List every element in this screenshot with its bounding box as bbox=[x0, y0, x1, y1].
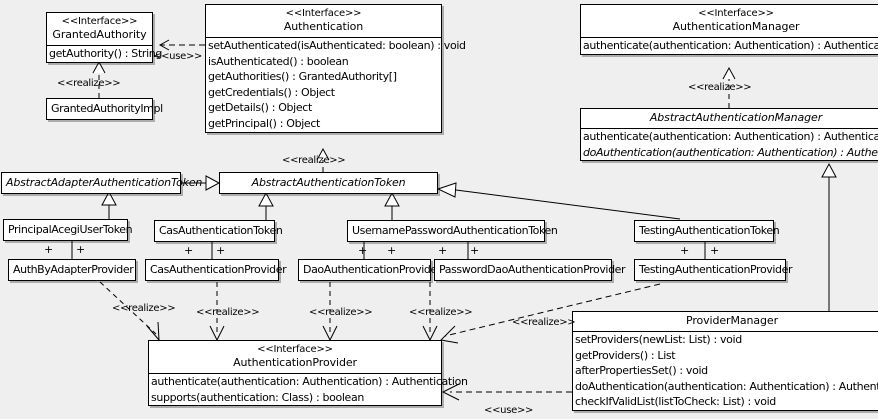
class-cas-authentication-token[interactable]: CasAuthenticationToken bbox=[154, 220, 283, 242]
class-name-label: PasswordDaoAuthenticationProvider bbox=[439, 263, 626, 276]
class-username-password-authentication-token[interactable]: UsernamePasswordAuthenticationToken bbox=[347, 220, 558, 242]
class-password-dao-authentication-provider[interactable]: PasswordDaoAuthenticationProvider bbox=[434, 259, 626, 281]
edge-usernamepasswordtoken-extends-abstractauthenticationtoken bbox=[384, 191, 400, 220]
operation-row: isAuthenticated() : boolean bbox=[208, 54, 349, 68]
class-name-label: DaoAuthenticationProvider bbox=[303, 263, 441, 276]
class-name-label: PrincipalAcegiUserToken bbox=[8, 223, 133, 236]
operation-row: getAuthority() : String bbox=[49, 47, 163, 60]
edge-label-realize-abstractauthenticationmanager: <<realize>> bbox=[688, 82, 752, 93]
class-header: ProviderManager bbox=[573, 312, 878, 332]
class-testing-authentication-provider[interactable]: TestingAuthenticationProvider bbox=[634, 259, 793, 281]
operation-row: authenticate(authentication: Authenticat… bbox=[151, 375, 468, 388]
operations-compartment: authenticate(authentication: Authenticat… bbox=[149, 374, 468, 405]
class-name-label: GrantedAuthority bbox=[52, 28, 147, 41]
edge-label-realize-casauthenticationprovider: <<realize>> bbox=[196, 307, 260, 318]
multiplicity-plus: + bbox=[387, 244, 397, 257]
edge-testingauthenticationtoken-extends-abstractauthenticationtoken bbox=[436, 182, 681, 220]
class-name-label: GrantedAuthorityImpl bbox=[51, 102, 163, 115]
class-authentication-manager[interactable]: <<Interface>> AuthenticationManager auth… bbox=[580, 4, 878, 55]
class-dao-authentication-provider[interactable]: DaoAuthenticationProvider bbox=[298, 259, 441, 281]
class-abstract-authentication-token[interactable]: AbstractAuthenticationToken bbox=[219, 172, 438, 194]
operation-row: getAuthorities() : GrantedAuthority[] bbox=[208, 70, 397, 84]
class-name-label: AbstractAdapterAuthenticationToken bbox=[6, 176, 203, 189]
stereotype-label: <<Interface>> bbox=[61, 16, 138, 27]
multiplicity-plus: + bbox=[470, 244, 480, 257]
edge-providermanager-extends-abstractauthenticationmanager bbox=[821, 162, 837, 311]
class-name-label: TestingAuthenticationProvider bbox=[639, 263, 793, 276]
multiplicity-plus: + bbox=[680, 244, 690, 257]
multiplicity-plus: + bbox=[358, 244, 368, 257]
stereotype-label: <<Interface>> bbox=[257, 344, 333, 355]
class-name-label: AbstractAuthenticationManager bbox=[649, 111, 823, 124]
class-granted-authority[interactable]: <<Interface>> GrantedAuthority getAuthor… bbox=[46, 12, 163, 63]
operation-row: getPrincipal() : Object bbox=[208, 116, 320, 130]
operations-compartment: authenticate(authentication: Authenticat… bbox=[581, 38, 878, 54]
class-header: <<Interface>> GrantedAuthority bbox=[47, 13, 152, 46]
class-header: <<Interface>> AuthenticationProvider bbox=[149, 341, 441, 374]
class-name-label: CasAuthenticationProvider bbox=[150, 263, 287, 276]
operation-row: getProviders() : List bbox=[575, 348, 676, 362]
operation-row: doAuthentication(authentication: Authent… bbox=[583, 145, 878, 159]
edge-label-realize-grantedauthorityimpl: <<realize>> bbox=[57, 78, 121, 89]
edge-casauthenticationtoken-extends-abstractauthenticationtoken bbox=[258, 191, 274, 220]
class-provider-manager[interactable]: ProviderManager setProviders(newList: Li… bbox=[572, 311, 878, 411]
class-authentication[interactable]: <<Interface>> Authentication setAuthenti… bbox=[205, 4, 466, 133]
class-abstract-adapter-authentication-token[interactable]: AbstractAdapterAuthenticationToken bbox=[1, 172, 203, 194]
class-name-label: ProviderManager bbox=[685, 314, 778, 327]
multiplicity-plus: + bbox=[76, 243, 86, 256]
class-name-label: AuthenticationManager bbox=[672, 20, 800, 33]
class-name-label: AbstractAuthenticationToken bbox=[251, 176, 406, 189]
edge-label-use-providermanager: <<use>> bbox=[484, 405, 534, 416]
class-header: AbstractAuthenticationManager bbox=[581, 109, 878, 129]
multiplicity-plus: + bbox=[184, 244, 194, 257]
edge-label-realize-abstractauthenticationtoken: <<realize>> bbox=[282, 155, 346, 166]
class-header: <<Interface>> Authentication bbox=[206, 5, 441, 38]
stereotype-label: <<Interface>> bbox=[285, 8, 362, 19]
operations-compartment: setProviders(newList: List) : void getPr… bbox=[573, 332, 878, 410]
class-granted-authority-impl[interactable]: GrantedAuthorityImpl bbox=[46, 98, 163, 120]
operation-row: getCredentials() : Object bbox=[208, 85, 335, 99]
operation-row: setProviders(newList: List) : void bbox=[575, 333, 742, 346]
multiplicity-plus: + bbox=[44, 243, 54, 256]
operation-row: setAuthenticated(isAuthenticated: boolea… bbox=[208, 39, 466, 52]
operation-row: checkIfValidList(listToCheck: List) : vo… bbox=[575, 395, 776, 409]
edge-label-realize-daoauthenticationprovider: <<realize>> bbox=[309, 307, 373, 318]
class-cas-authentication-provider[interactable]: CasAuthenticationProvider bbox=[145, 259, 287, 281]
class-name-label: Authentication bbox=[283, 20, 364, 33]
multiplicity-plus: + bbox=[216, 244, 226, 257]
edge-label-realize-passworddaoprovider: <<realize>> bbox=[409, 307, 473, 318]
stereotype-label: <<Interface>> bbox=[698, 8, 774, 19]
class-name-label: AuthenticationProvider bbox=[233, 356, 357, 369]
operations-compartment: authenticate(authentication: Authenticat… bbox=[581, 129, 878, 160]
class-testing-authentication-token[interactable]: TestingAuthenticationToken bbox=[634, 220, 780, 242]
class-principal-acegi-user-token[interactable]: PrincipalAcegiUserToken bbox=[3, 219, 133, 241]
operations-compartment: setAuthenticated(isAuthenticated: boolea… bbox=[206, 38, 466, 132]
operation-row: doAuthentication(authentication: Authent… bbox=[575, 379, 878, 393]
operations-compartment: getAuthority() : String bbox=[47, 46, 163, 62]
edge-principalacegiusertoken-extends-abstractadaptertoken bbox=[101, 190, 117, 219]
multiplicity-plus: + bbox=[710, 244, 720, 257]
edge-label-use-authentication-grantedauthority: <<use>> bbox=[153, 51, 203, 62]
class-name-label: AuthByAdapterProvider bbox=[13, 263, 134, 276]
operation-row: afterPropertiesSet() : void bbox=[575, 364, 708, 378]
operation-row: authenticate(authentication: Authenticat… bbox=[583, 130, 878, 143]
class-authentication-provider[interactable]: <<Interface>> AuthenticationProvider aut… bbox=[148, 340, 468, 407]
operation-row: supports(authentication: Class) : boolea… bbox=[151, 390, 364, 404]
class-auth-by-adapter-provider[interactable]: AuthByAdapterProvider bbox=[8, 259, 136, 281]
multiplicity-plus: + bbox=[438, 244, 448, 257]
operation-row: getDetails() : Object bbox=[208, 101, 312, 115]
class-name-label: TestingAuthenticationToken bbox=[639, 224, 780, 237]
class-abstract-authentication-manager[interactable]: AbstractAuthenticationManager authentica… bbox=[580, 108, 878, 162]
class-header: <<Interface>> AuthenticationManager bbox=[581, 5, 878, 38]
operation-row: authenticate(authentication: Authenticat… bbox=[583, 39, 878, 52]
class-name-label: CasAuthenticationToken bbox=[159, 224, 283, 237]
edge-label-realize-authbyadapterprovider: <<realize>> bbox=[112, 303, 176, 314]
edge-label-realize-testingauthenticationprovider: <<realize>> bbox=[512, 317, 576, 328]
class-name-label: UsernamePasswordAuthenticationToken bbox=[352, 224, 558, 237]
